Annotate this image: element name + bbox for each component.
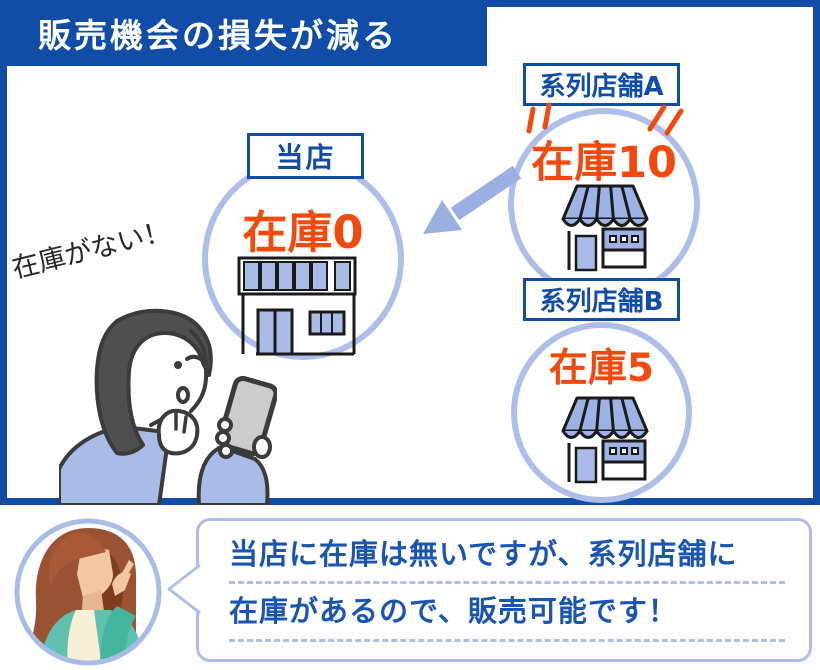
affiliate-store-a-label: 系列店舗A <box>523 63 680 106</box>
affiliate-store-b-label: 系列店舗B <box>523 278 680 321</box>
affiliate-store-a-stock-value: 在庫10 <box>531 138 677 188</box>
speech-bubble-tail <box>167 563 201 615</box>
advisor-woman-avatar <box>14 518 162 666</box>
transfer-arrow-icon <box>423 165 522 234</box>
woman-with-smartphone-illustration <box>59 308 277 505</box>
our-store-label: 当店 <box>247 133 364 179</box>
advisor-speech-bubble: 当店に在庫は無いですが、系列店舗に 在庫があるので、販売可能です！ <box>196 518 812 662</box>
advisor-avatar <box>12 516 164 668</box>
main-panel: 販売機会の損失が減る 当店 在庫0 在庫がない！ <box>0 0 820 505</box>
storefront-icon <box>561 396 649 484</box>
shop-building-icon <box>237 256 357 356</box>
page-title: 販売機会の損失が減る <box>38 16 398 55</box>
callout-line-2: 在庫があるので、販売可能です！ <box>229 584 785 642</box>
our-store-stock-value: 在庫0 <box>242 206 364 259</box>
affiliate-store-b-circle <box>511 322 692 503</box>
callout-line-1: 当店に在庫は無いですが、系列店舗に <box>229 527 785 585</box>
emphasis-marks-icon <box>526 102 684 136</box>
storefront-icon <box>561 184 649 272</box>
no-stock-thought-text: 在庫がない！ <box>9 215 174 285</box>
header-banner: 販売機会の損失が減る <box>0 0 487 66</box>
affiliate-store-b-stock-value: 在庫5 <box>548 346 655 391</box>
